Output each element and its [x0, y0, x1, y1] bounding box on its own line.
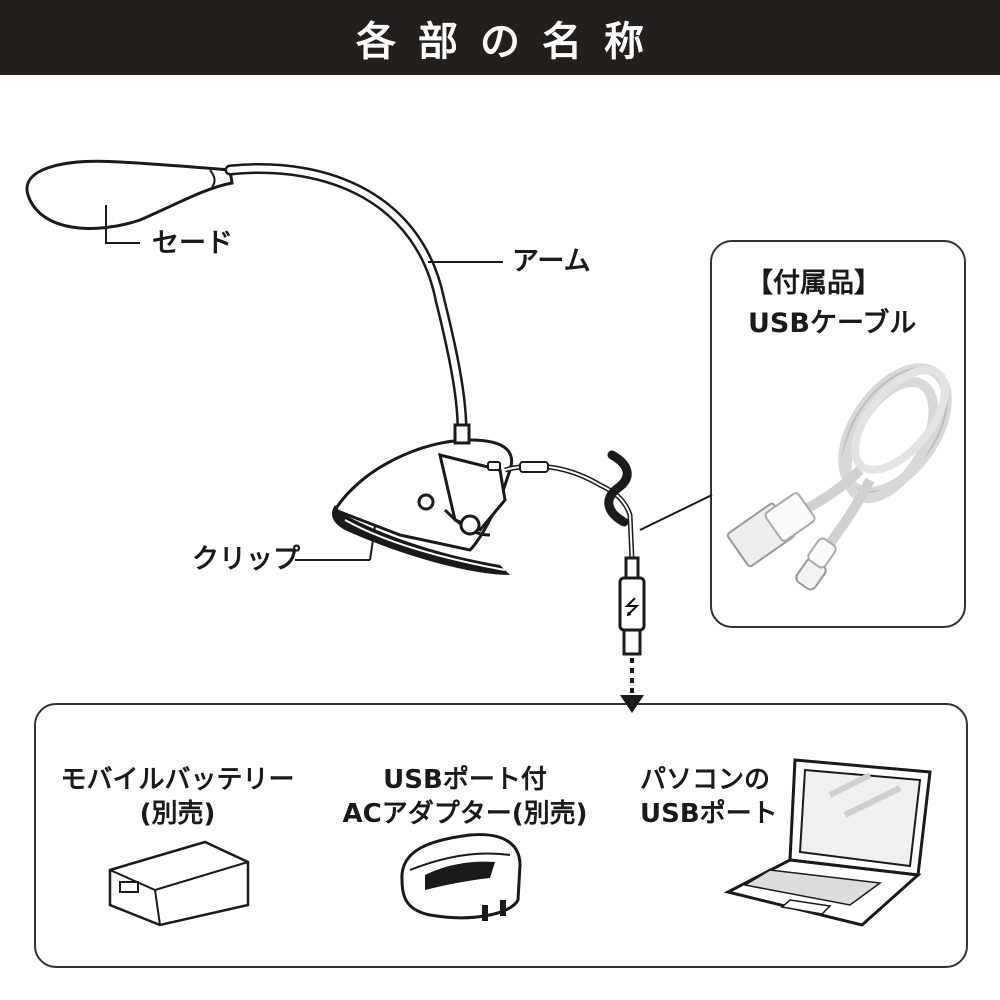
mobile-battery-icon [108, 840, 250, 927]
source-label-line1: USBポート付 [383, 765, 547, 795]
shade-icon [25, 159, 234, 230]
shade-leader-line [105, 205, 140, 244]
source-label-line2: (別売) [139, 799, 216, 829]
usb-plug-icon: ⭍ [618, 556, 646, 656]
clip-icon [332, 423, 514, 575]
source-label-line2: USBポート [640, 799, 778, 829]
source-label-line1: モバイルバッテリー [60, 765, 295, 795]
arm-icon [224, 163, 468, 436]
source-label-line1: パソコンの [640, 765, 771, 795]
laptop-icon [723, 758, 932, 927]
header-bar: 各部の名称 [0, 0, 1000, 75]
svg-text:⭍: ⭍ [624, 595, 641, 619]
source-pc-usb: パソコンの USBポート [640, 763, 790, 831]
label-arm: アーム [512, 246, 591, 277]
accessory-name: USBケーブル [748, 308, 917, 339]
source-label-line2: ACアダプター(別売) [342, 799, 588, 829]
arrow-head-icon [620, 695, 644, 713]
accessory-tag: 【付属品】 [746, 268, 881, 299]
usb-cable-icon [726, 363, 952, 591]
label-shade: セード [152, 228, 233, 259]
page-title: 各部の名称 [356, 18, 666, 65]
ac-adapter-icon [400, 833, 522, 921]
break-mark-icon [604, 450, 632, 527]
source-mobile-battery: モバイルバッテリー (別売) [60, 763, 295, 831]
source-ac-adapter: USBポート付 ACアダプター(別売) [330, 763, 600, 831]
label-clip: クリップ [192, 544, 300, 575]
